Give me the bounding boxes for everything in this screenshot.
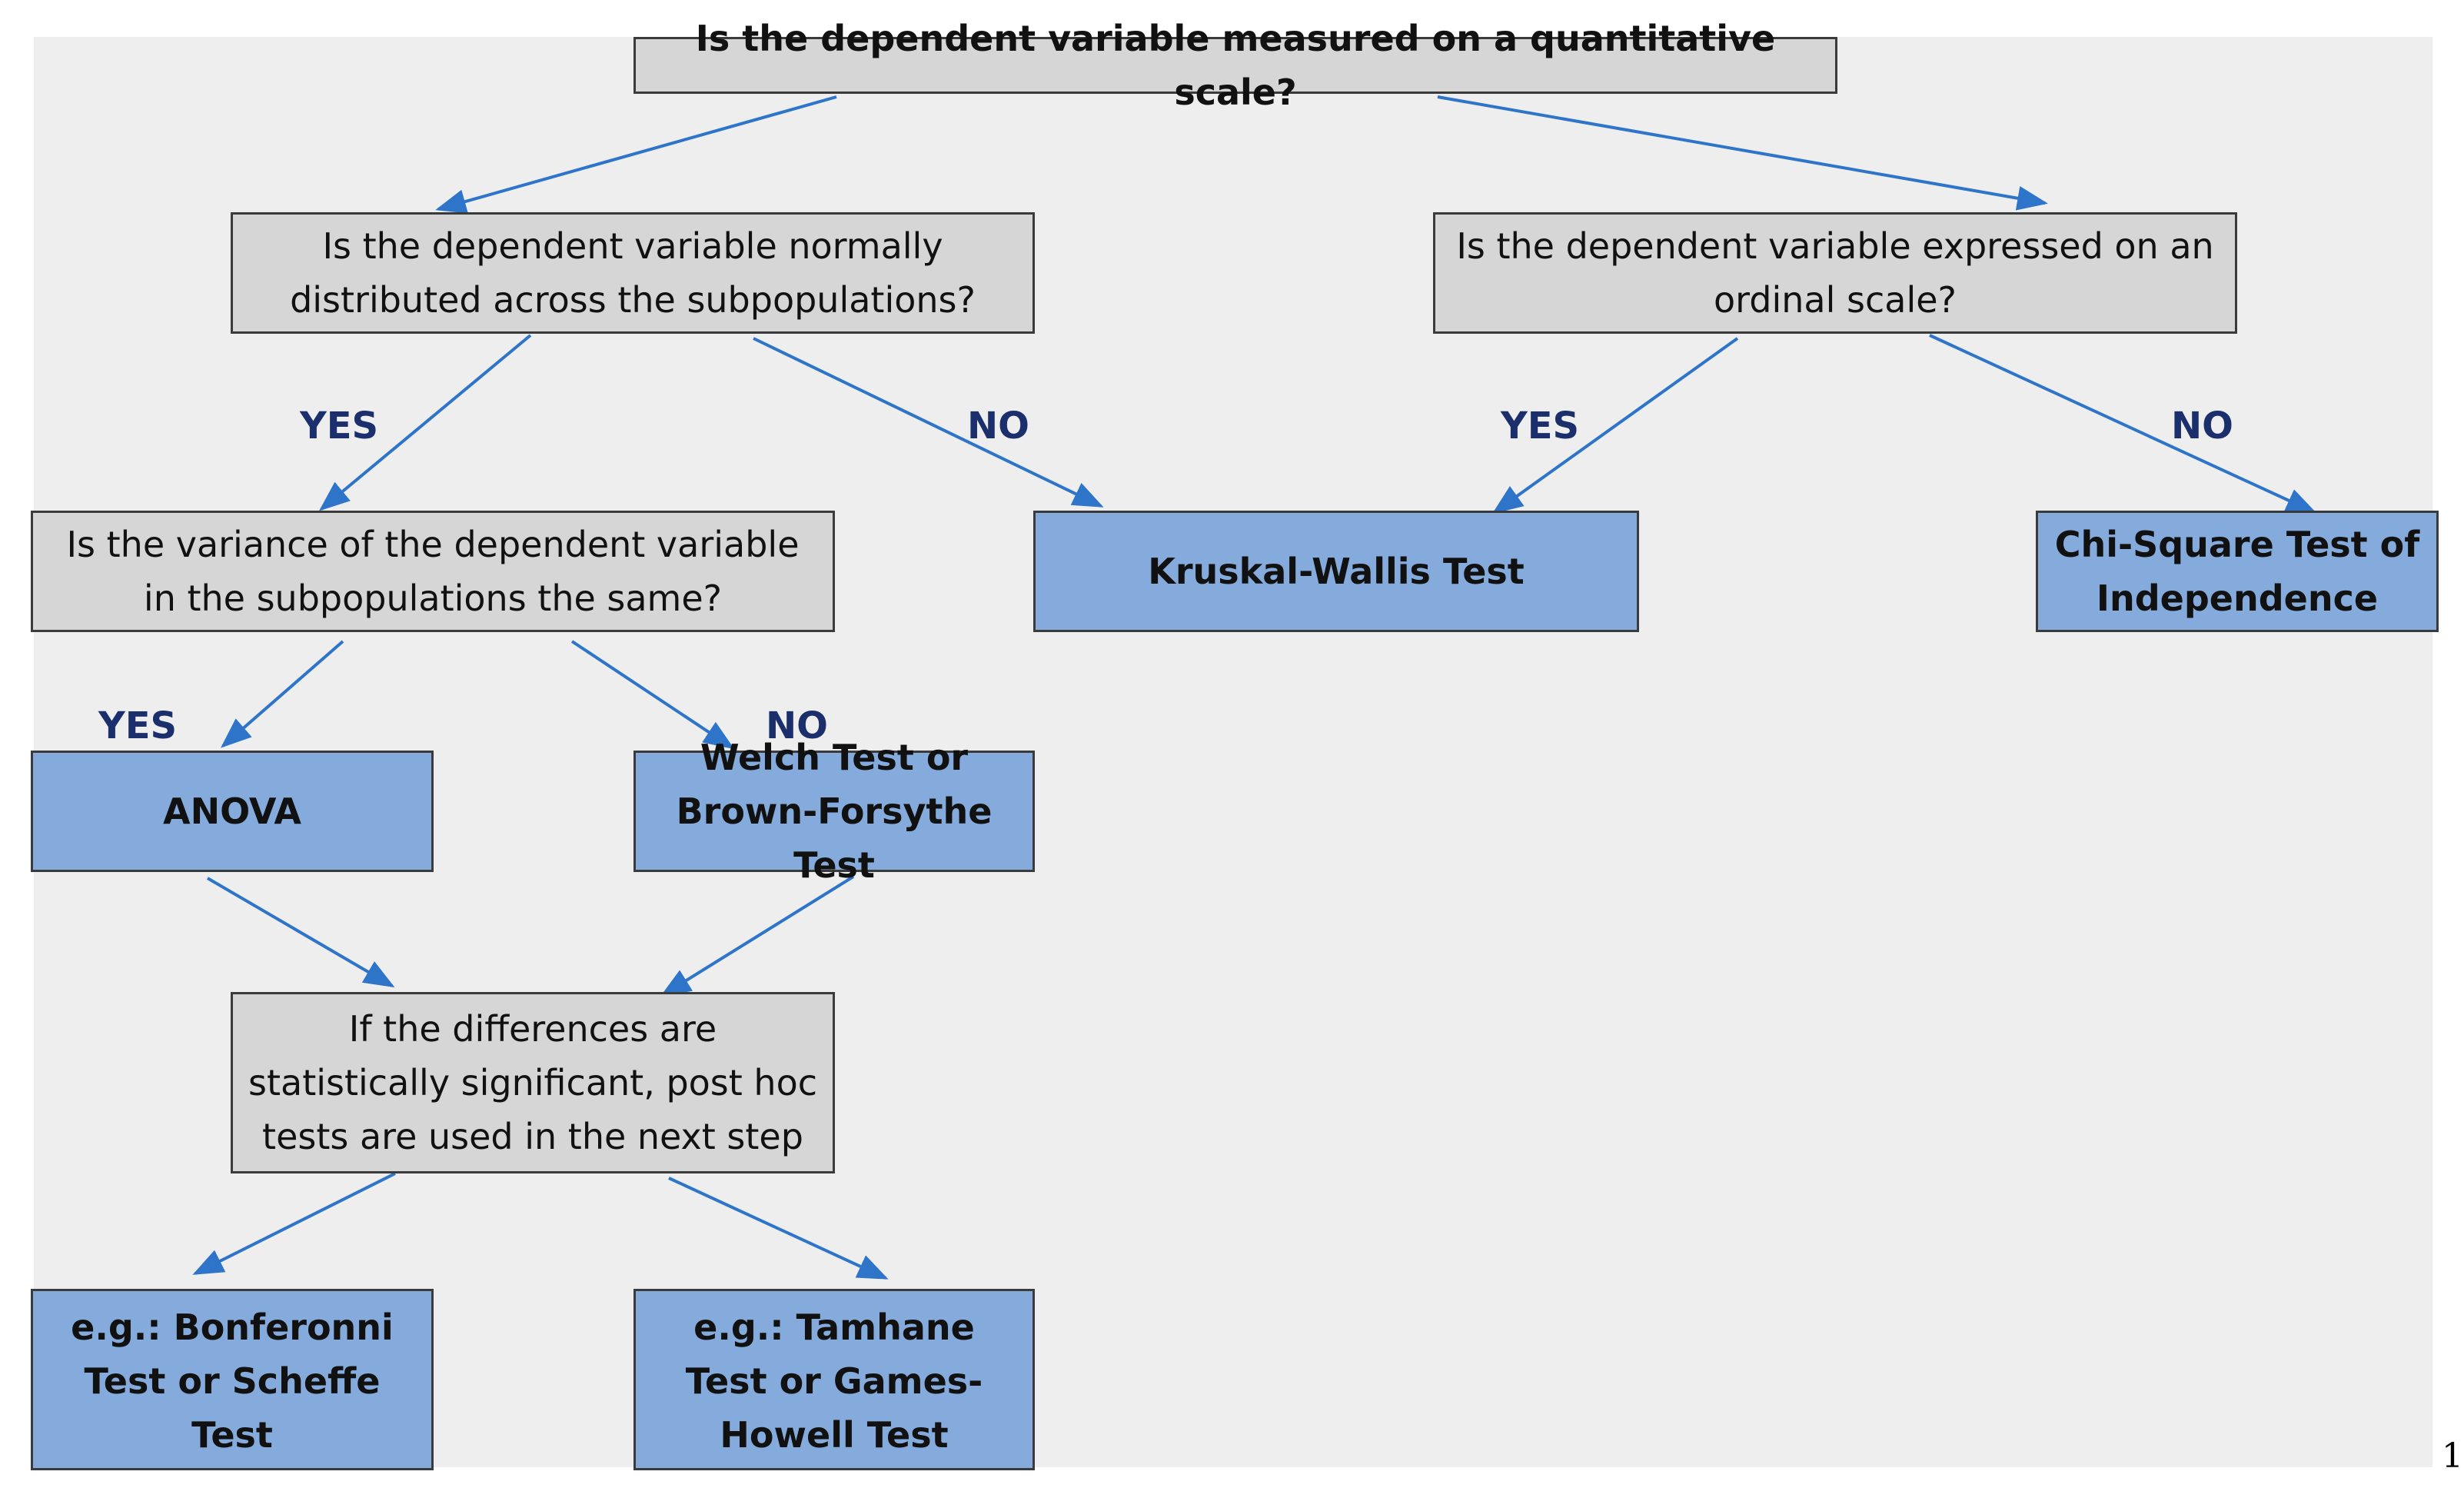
normality-no-label: NO — [967, 404, 1029, 448]
arrow-anova-to-posthoc — [206, 877, 395, 988]
arrow-ordinal-no — [1929, 334, 2317, 514]
chi-square-node: Chi-Square Test of Independence — [2036, 511, 2439, 632]
arrow-variance-no — [570, 640, 735, 750]
welch-text: Welch Test or Brown-Forsythe Test — [676, 737, 993, 886]
arrow-posthoc-to-bonferroni — [192, 1172, 396, 1275]
ordinal-question-node: Is the dependent variable expressed on a… — [1433, 212, 2237, 334]
arrow-root-to-ordinal — [1437, 95, 2048, 211]
arrow-posthoc-to-tamhane — [668, 1177, 889, 1280]
arrow-welch-to-posthoc — [660, 875, 855, 997]
posthoc-question-node: If the differences are statistically sig… — [231, 992, 835, 1173]
arrow-normal-no — [753, 337, 1104, 508]
ordinal-yes-label: YES — [1501, 404, 1580, 448]
anova-text: ANOVA — [162, 791, 302, 832]
normality-question-text: Is the dependent variable normally distr… — [290, 225, 976, 321]
anova-node: ANOVA — [31, 751, 434, 872]
variance-yes-label: YES — [98, 704, 178, 747]
root-question-text: Is the dependent variable measured on a … — [695, 18, 1776, 113]
kruskal-wallis-node: Kruskal-Wallis Test — [1033, 511, 1639, 632]
welch-node: Welch Test or Brown-Forsythe Test — [633, 737, 1035, 886]
root-question-node: Is the dependent variable measured on a … — [633, 18, 1837, 113]
tamhane-text: e.g.: Tamhane Test or Games-Howell Test — [685, 1307, 983, 1456]
kruskal-wallis-text: Kruskal-Wallis Test — [1148, 551, 1525, 592]
page-mark: 1 — [2442, 1436, 2463, 1476]
arrow-normal-yes — [318, 334, 532, 511]
variance-question-text: Is the variance of the dependent variabl… — [66, 524, 800, 619]
normality-yes-label: YES — [300, 404, 379, 448]
ordinal-no-label: NO — [2171, 404, 2233, 448]
bonferroni-node: e.g.: Bonferonni Test or Scheffe Test — [31, 1289, 434, 1470]
arrow-ordinal-yes — [1491, 337, 1739, 514]
ordinal-question-text: Is the dependent variable expressed on a… — [1456, 225, 2214, 321]
variance-question-node: Is the variance of the dependent variabl… — [31, 511, 835, 632]
variance-no-label: NO — [766, 704, 828, 747]
arrow-variance-yes — [220, 640, 344, 748]
arrow-root-to-normal — [435, 95, 837, 214]
chi-square-text: Chi-Square Test of Independence — [2054, 524, 2420, 619]
posthoc-question-text: If the differences are statistically sig… — [248, 1008, 817, 1157]
normality-question-node: Is the dependent variable normally distr… — [231, 212, 1035, 334]
tamhane-node: e.g.: Tamhane Test or Games-Howell Test — [633, 1289, 1035, 1470]
bonferroni-text: e.g.: Bonferonni Test or Scheffe Test — [71, 1307, 394, 1456]
